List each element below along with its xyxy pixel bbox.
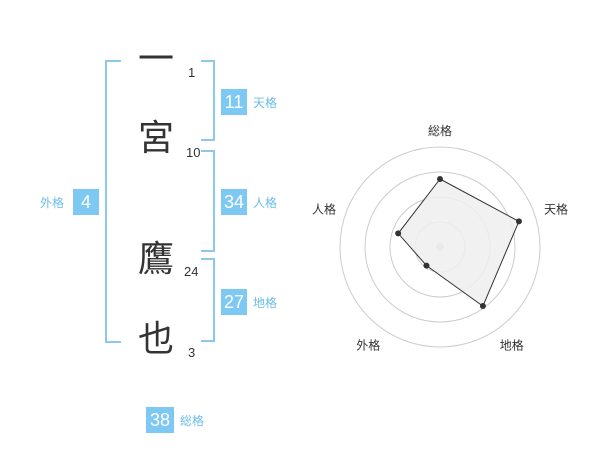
radar-polygon	[397, 178, 520, 307]
stroke-count-1: 1	[188, 65, 196, 80]
jin-value-badge: 34	[221, 189, 247, 215]
stroke-count-4: 3	[188, 345, 196, 360]
radar-point-5	[395, 230, 402, 237]
stroke-count-2: 10	[186, 145, 201, 160]
chi-bracket	[201, 258, 215, 342]
jin-label: 人格	[253, 196, 278, 210]
name-char-4: 也	[137, 319, 174, 360]
radar-ring-2	[364, 171, 516, 323]
radar-ring-1	[339, 146, 541, 348]
radar-axis-label-3: 地格	[500, 338, 524, 353]
outer-bracket	[105, 60, 121, 343]
name-char-3: 鷹	[137, 239, 174, 280]
chi-value-badge: 27	[221, 289, 247, 315]
gai-value-badge: 4	[73, 189, 99, 215]
name-char-2: 宮	[137, 118, 174, 159]
radar-axis-label-5: 人格	[312, 201, 336, 216]
radar-point-3	[479, 303, 486, 310]
jin-bracket	[201, 150, 215, 252]
radar-point-2	[515, 218, 522, 225]
radar-axis-label-1: 総格	[428, 123, 452, 138]
stroke-count-3: 24	[184, 264, 199, 279]
gai-label: 外格	[40, 196, 65, 210]
radar-axis-label-2: 天格	[544, 201, 568, 216]
ten-bracket	[201, 60, 215, 141]
radar-point-1	[437, 176, 443, 182]
sou-label: 総格	[180, 414, 205, 428]
radar-point-4	[423, 262, 430, 269]
ten-label: 天格	[253, 96, 278, 110]
ten-value-badge: 11	[221, 89, 247, 115]
name-char-1: 一	[137, 39, 174, 80]
radar-axis-label-4: 外格	[356, 338, 380, 353]
sou-value-badge: 38	[146, 407, 174, 433]
chi-label: 地格	[253, 296, 278, 310]
